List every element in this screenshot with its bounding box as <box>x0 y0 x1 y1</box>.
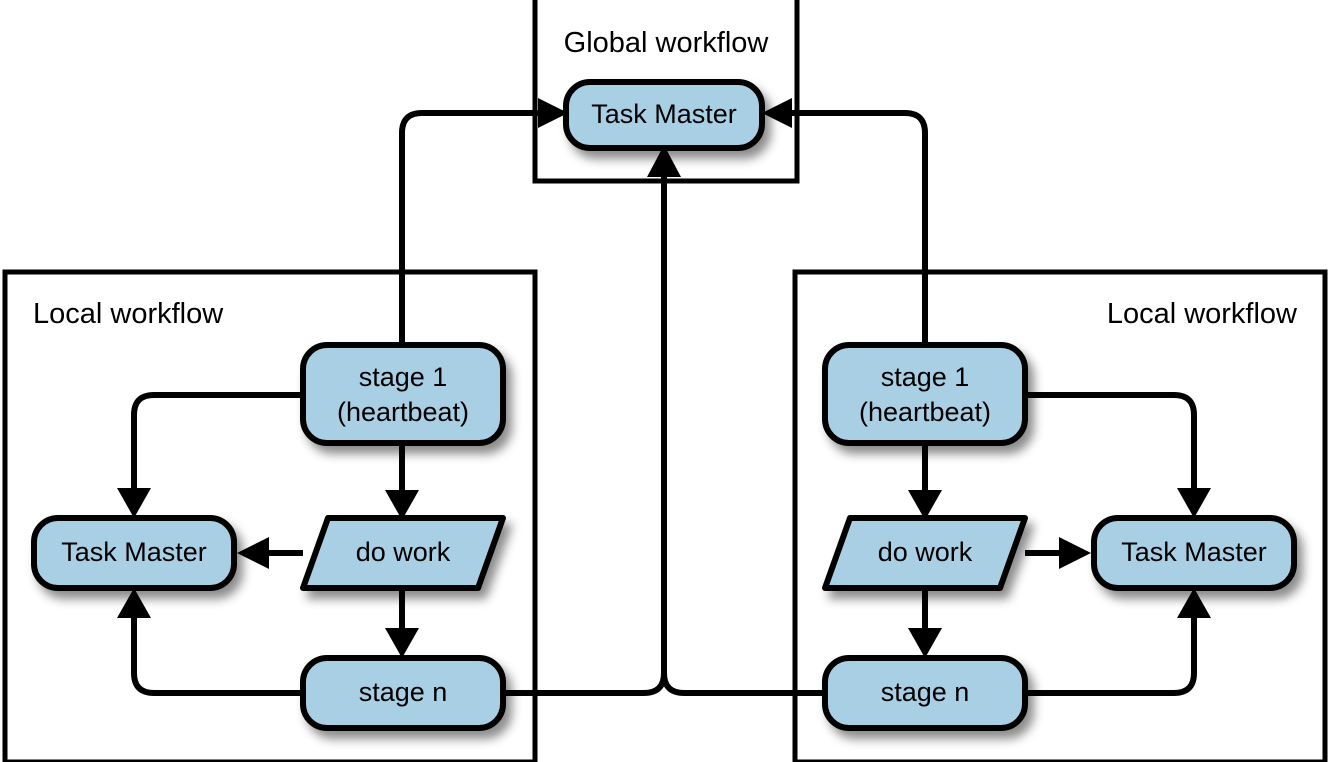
left-task-master-label: Task Master <box>61 537 207 567</box>
arrowhead-left-stagen-to-taskmaster <box>117 588 151 618</box>
arrowhead-right-stagen-to-taskmaster <box>1177 588 1211 618</box>
edge-left-stage1-to-local-taskmaster <box>131 392 303 500</box>
left-stage-1-shape[interactable] <box>300 342 506 446</box>
right-do-work-shape[interactable] <box>822 515 1028 591</box>
local-workflow-right-border <box>792 269 1328 762</box>
node-right-task-master[interactable] <box>1091 515 1297 591</box>
arrowhead-right-dowork-to-taskmaster <box>1059 537 1091 569</box>
right-stage-1-shape[interactable] <box>822 342 1028 446</box>
node-right-stage-1[interactable] <box>822 342 1028 446</box>
container-local-workflow-left: Local workflow <box>2 269 538 762</box>
left-do-work-shape[interactable] <box>300 515 506 591</box>
edge-right-stage1-to-local-taskmaster <box>1025 392 1197 500</box>
global-task-master-label: Task Master <box>591 99 737 129</box>
left-stage-n-shape[interactable] <box>300 655 506 731</box>
arrowhead-right-dowork-to-stagen <box>908 628 942 658</box>
local-workflow-left-label: Local workflow <box>33 298 224 330</box>
edge-right-stagen-to-global-taskmaster <box>661 165 825 696</box>
edge-left-stage1-to-global-taskmaster <box>399 110 552 345</box>
right-task-master-label: Task Master <box>1121 537 1267 567</box>
global-task-master-shape[interactable] <box>563 79 765 151</box>
left-stage-1-label-line2: (heartbeat) <box>337 397 469 427</box>
edge-right-stage1-to-global-taskmaster <box>780 110 928 345</box>
edge-left-stagen-to-taskmaster <box>131 608 303 696</box>
node-left-stage-n[interactable] <box>300 655 506 731</box>
node-right-do-work[interactable] <box>822 515 1028 591</box>
right-stage-1-label-line2: (heartbeat) <box>859 397 991 427</box>
left-stage-1-label-line1: stage 1 <box>359 362 448 392</box>
arrowhead-left-dowork-to-taskmaster <box>237 537 269 569</box>
arrowhead-right-stage1-to-dowork <box>908 490 942 520</box>
global-workflow-label: Global workflow <box>564 27 770 59</box>
right-stage-1-label-line1: stage 1 <box>881 362 970 392</box>
arrowhead-left-dowork-to-stagen <box>385 628 419 658</box>
node-right-stage-n[interactable] <box>822 655 1028 731</box>
right-stage-n-shape[interactable] <box>822 655 1028 731</box>
right-task-master-shape[interactable] <box>1091 515 1297 591</box>
arrowhead-left-stage1-to-global <box>538 98 568 128</box>
arrowhead-stagen-to-global-taskmaster <box>647 145 681 177</box>
node-left-stage-1[interactable] <box>300 342 506 446</box>
arrowhead-left-stage1-to-taskmaster <box>117 488 151 518</box>
local-workflow-right-label: Local workflow <box>1107 298 1298 330</box>
local-workflow-left-border <box>2 269 538 762</box>
container-local-workflow-right: Local workflow <box>792 269 1328 762</box>
right-do-work-label: do work <box>878 537 973 567</box>
edge-right-stagen-to-taskmaster <box>1025 608 1197 696</box>
left-task-master-shape[interactable] <box>31 515 237 591</box>
node-left-task-master[interactable] <box>31 515 237 591</box>
node-left-do-work[interactable] <box>300 515 506 591</box>
left-stage-n-label: stage n <box>359 677 448 707</box>
arrowhead-right-stage1-to-global <box>762 98 792 128</box>
edge-left-stagen-to-global-taskmaster <box>503 165 667 696</box>
arrowhead-left-stage1-to-dowork <box>385 490 419 520</box>
node-global-task-master[interactable] <box>563 79 765 151</box>
left-do-work-label: do work <box>356 537 451 567</box>
right-stage-n-label: stage n <box>881 677 970 707</box>
arrowhead-right-stage1-to-taskmaster <box>1177 488 1211 518</box>
